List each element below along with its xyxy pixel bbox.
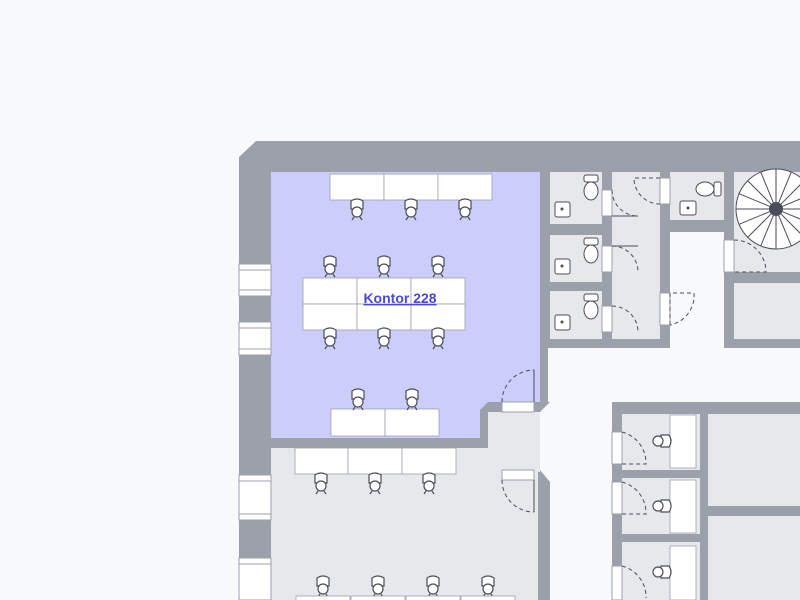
door-swing-icon (611, 431, 647, 465)
toilet-icon (583, 293, 599, 320)
open-office-furniture (294, 447, 516, 600)
stair-step (780, 213, 800, 234)
stair-step (747, 213, 772, 238)
sink-icon (679, 200, 697, 216)
door-swing-icon (723, 239, 767, 273)
stair-step (782, 211, 800, 220)
door-swing-icon (611, 565, 647, 600)
wc-fixtures (554, 174, 722, 331)
stair-step (738, 193, 770, 207)
door-swing-icon (601, 245, 639, 273)
desks-kontor-228 (302, 173, 493, 437)
office-right-2 (708, 516, 800, 600)
hallway (540, 232, 800, 600)
sink-icon (554, 258, 571, 275)
office-right-1 (708, 414, 800, 506)
stair-step (760, 171, 774, 203)
wc-corridor (612, 172, 660, 339)
windows (238, 263, 272, 600)
side-room (734, 283, 800, 339)
toilet-icon (695, 181, 722, 197)
window-icon (238, 263, 272, 297)
stair-step (782, 198, 800, 207)
sink-icon (554, 201, 571, 218)
sink-icon (554, 314, 571, 331)
stair-step (747, 180, 772, 205)
door-swing-icon (611, 481, 647, 515)
window-icon (238, 321, 272, 356)
stair-step (778, 171, 792, 203)
window-icon (238, 557, 272, 600)
spiral-staircase-icon (735, 168, 800, 250)
office-chair-icon (652, 565, 672, 579)
office-chair-icon (652, 434, 672, 448)
door-swing-icon (633, 177, 671, 205)
stair-step (738, 211, 770, 225)
small-office-furniture (652, 414, 697, 600)
toilet-icon (583, 237, 599, 264)
window-icon (238, 474, 272, 521)
stair-step (780, 184, 800, 205)
room-label-kontor-228[interactable]: Kontor 228 (363, 290, 436, 306)
door-swing-icon (501, 369, 535, 413)
corridor-floor (488, 412, 540, 472)
door-swing-icon (659, 292, 695, 326)
door-swing-icon (601, 305, 639, 333)
door-swing-icon (501, 469, 535, 513)
door-swing-icon (601, 189, 639, 217)
office-chair-icon (652, 499, 672, 513)
stair-step (760, 215, 774, 247)
doors (501, 177, 767, 600)
toilet-icon (583, 174, 599, 201)
stair-step (778, 215, 792, 247)
